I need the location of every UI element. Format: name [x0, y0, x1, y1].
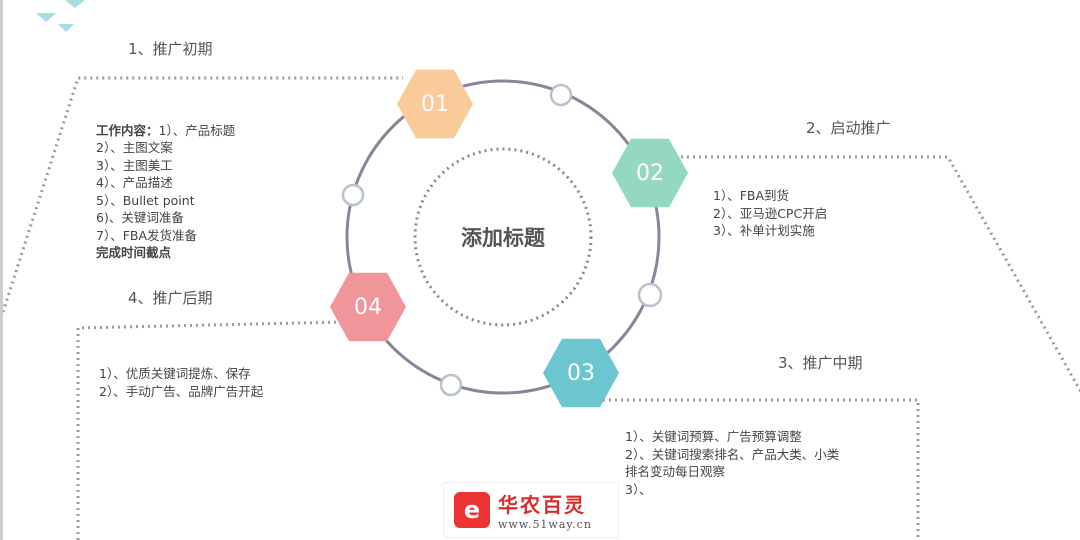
hexagon-02: 02: [612, 138, 688, 208]
phase3-content: 1）、关键词预算、广告预算调整 2）、关键词搜索排名、产品大类、小类 排名变动每日…: [625, 428, 839, 498]
diagram-lines: [3, 0, 1080, 540]
phase4-boundary: [76, 320, 344, 540]
hexagon-03: 03: [543, 338, 619, 408]
phase4-title: 4、推广后期: [128, 289, 213, 307]
list-item: 1）、关键词预算、广告预算调整: [625, 429, 802, 444]
phase4-content: 1）、优质关键词提炼、保存 2）、手动广告、品牌广告开起: [99, 365, 263, 400]
list-item: 1）、产品标题: [158, 122, 236, 138]
list-footer: 完成时间截点: [96, 245, 172, 260]
logo-url: www.51way.cn: [498, 518, 592, 531]
ring-node: [341, 183, 365, 207]
main-ring: [345, 79, 661, 395]
lead-label: 工作内容：: [96, 122, 159, 138]
phase1-title: 1、推广初期: [128, 40, 213, 58]
list-item: 6)、关键词准备: [96, 210, 184, 225]
phase3-boundary: [603, 398, 920, 540]
list-item: 1）、优质关键词提炼、保存: [99, 366, 251, 381]
list-item: 1）、FBA到货: [713, 188, 790, 203]
ring-node: [637, 282, 663, 308]
logo-e-icon: e: [454, 492, 490, 528]
phase1-boundary: [3, 76, 403, 313]
phase2-content: 1）、FBA到货 2）、亚马逊CPC开启 3）、补单计划实施: [713, 187, 827, 240]
list-item: 4）、产品描述: [96, 175, 173, 190]
list-item: 3）、主图美工: [96, 157, 173, 173]
list-item: 5）、Bullet point: [96, 192, 195, 208]
phase2-title: 2、启动推广: [806, 119, 891, 137]
ring-node: [549, 83, 573, 107]
list-item: 2）、亚马逊CPC开启: [713, 205, 828, 221]
logo-name: 华农百灵: [498, 493, 586, 517]
logo-watermark: e 华农百灵 www.51way.cn: [443, 482, 619, 538]
list-item: 3）、: [625, 481, 652, 497]
decor-triangles-icon: [36, 0, 85, 32]
phase1-content: 工作内容：1）、产品标题 2）、主图文案 3）、主图美工 4）、产品描述 5）、Bull…: [96, 104, 235, 279]
phase3-title: 3、推广中期: [778, 354, 863, 372]
ring-node: [439, 373, 463, 397]
list-item: 2）、手动广告、品牌广告开起: [99, 383, 264, 399]
list-item: 3）、补单计划实施: [713, 223, 815, 238]
inner-dotted-ring: [413, 147, 593, 327]
list-item: 2）、主图文案: [96, 140, 173, 155]
center-title: 添加标题: [461, 226, 545, 250]
list-item: 2）、关键词搜索排名、产品大类、小类 排名变动每日观察: [625, 446, 840, 480]
list-item: 7）、FBA发货准备: [96, 227, 198, 243]
